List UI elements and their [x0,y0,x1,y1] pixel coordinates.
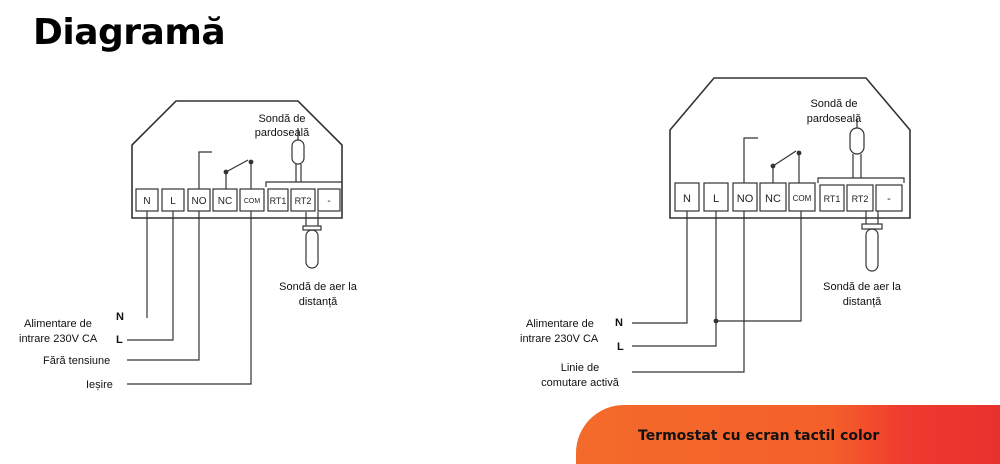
left-terminal-com [239,188,265,212]
right-terminal-label-rt1: RT1 [824,194,841,204]
left-terminal-label-nc: NC [218,196,232,207]
right-terminal-dash [875,184,903,212]
right-terminal-label-rt2: RT2 [852,194,869,204]
left-floor-probe [291,139,305,165]
left-terminal-label-no: NO [192,196,207,207]
right-terminal-label-nc: NC [765,193,781,205]
left-l-marker: L [116,334,123,346]
left-terminal-label-com: COM [244,198,261,205]
right-n-marker: N [615,317,623,329]
left-wire-com [127,211,252,385]
right-wire-no [632,211,745,373]
left-output-label: Ieșire [86,379,113,391]
left-wire-no [127,211,200,361]
right-switch-line-label-1: Linie de [561,362,600,374]
right-power-label-1: Alimentare de [526,318,594,330]
left-terminal-rt1 [267,188,289,212]
left-terminal-label-n: N [143,196,150,207]
right-terminal-rt1 [819,184,845,212]
banner-text: Termostat cu ecran tactil color [638,428,880,444]
right-wire-n [632,211,688,324]
left-terminal-labels: N L NO NC COM RT1 RT2 - [143,196,330,207]
left-terminal-label-dash: - [327,196,330,207]
right-terminal-label-com: COM [793,194,812,203]
product-banner: Termostat cu ecran tactil color [576,405,1000,464]
left-air-probe [305,229,319,269]
right-terminal-no [732,182,758,212]
right-wire-l [632,211,717,347]
page-title: Diagramă [33,12,226,53]
left-terminal-label-l: L [170,196,176,207]
left-terminal-label-rt2: RT2 [295,196,312,206]
left-terminal-label-rt1: RT1 [270,196,287,206]
left-terminal-rt2 [290,188,316,212]
right-terminal-label-n: N [683,193,691,205]
right-air-probe [865,228,879,272]
left-floor-probe-label-1: Sondă de [258,113,305,125]
right-air-probe-label-1: Sondă de aer la [823,281,902,293]
left-n-marker: N [116,311,124,323]
left-power-label-2: intrare 230V CA [19,333,98,345]
right-diagram [632,77,911,373]
right-terminal-com [788,182,816,212]
right-relay-no [743,137,758,183]
right-power-label-2: intrare 230V CA [520,333,599,345]
right-housing [669,77,911,219]
left-relay-arm [225,159,249,173]
left-relay-no [198,151,212,189]
left-floor-probe-label-2: pardoseală [255,127,310,139]
left-power-label-1: Alimentare de [24,318,92,330]
right-switch-line-label-2: comutare activă [541,377,620,389]
right-terminal-label-l: L [713,193,719,205]
left-terminal-nc [212,188,238,212]
left-terminal-dash [317,188,341,212]
right-wire-com [716,211,802,322]
right-floor-probe-label-1: Sondă de [810,98,857,110]
right-floor-probe-label-2: pardoseală [807,113,862,125]
left-air-probe-label-2: distanță [299,296,338,308]
right-relay-arm [772,150,797,167]
left-diagram [127,100,343,385]
right-floor-probe [849,127,865,155]
left-air-probe-label-1: Sondă de aer la [279,281,358,293]
left-no-voltage-label: Fără tensiune [43,355,110,367]
right-terminal-label-dash: - [887,193,891,205]
left-wire-l [127,211,174,341]
right-air-probe-label-2: distanță [843,296,882,308]
left-housing [131,100,343,219]
right-terminal-label-no: NO [737,193,754,205]
right-l-marker: L [617,341,624,353]
right-terminal-rt2 [846,184,874,212]
right-terminal-labels: N L NO NC COM RT1 RT2 - [683,193,891,205]
